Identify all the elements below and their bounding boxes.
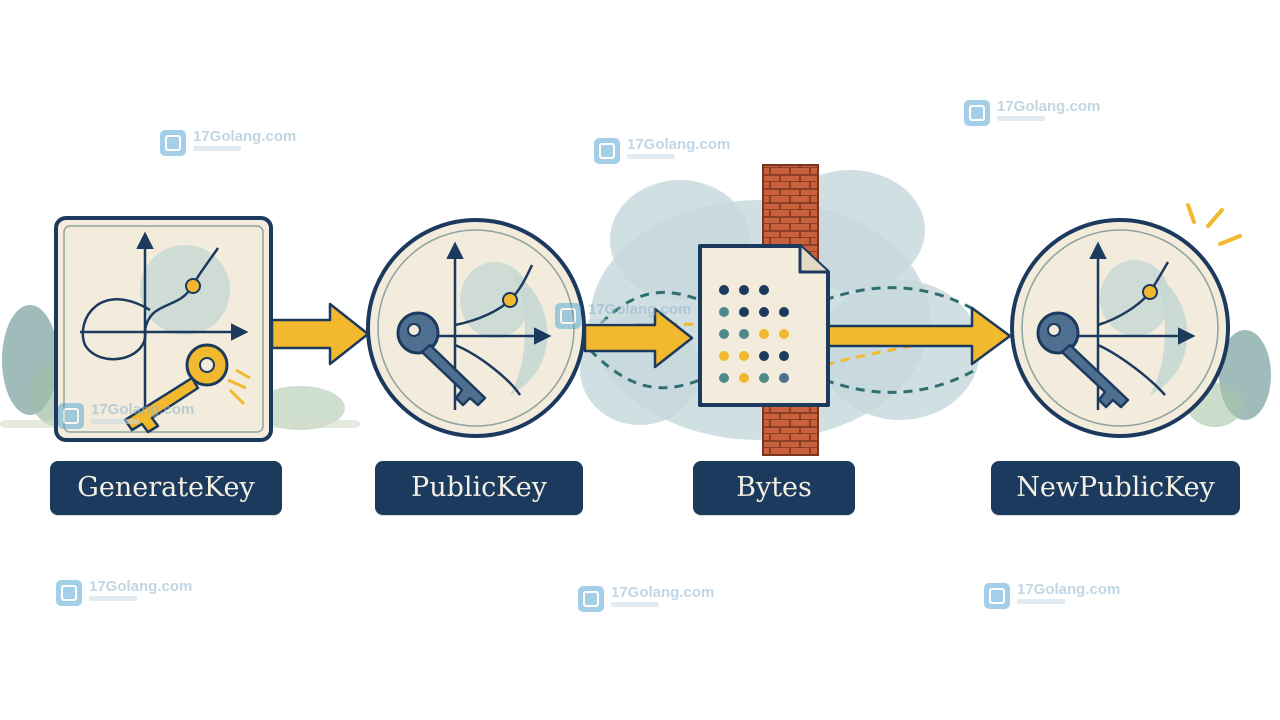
byte-dot [759,329,769,339]
publickey-circle [366,218,586,438]
gold-key-icon [123,343,251,434]
watermark-text: 17Golang.com [997,98,1101,115]
byte-dot [739,285,749,295]
byte-dot [719,373,729,383]
arrow-1 [270,302,370,366]
watermark-text: 17Golang.com [89,578,193,595]
arrow-2 [583,307,694,369]
byte-dot [759,285,769,295]
bytes-document [698,244,830,407]
watermark-logo-icon [594,138,620,164]
byte-dot [719,329,729,339]
byte-dot [759,351,769,361]
watermark-logo-icon [964,100,990,126]
watermark-logo-icon [56,580,82,606]
sparkle-icon [1186,203,1242,246]
byte-dot [779,329,789,339]
byte-dot [759,307,769,317]
arrow-3 [824,306,1012,366]
byte-dot-grid [719,285,789,383]
blue-key-icon-2 [1036,311,1130,409]
step-label-bytes: Bytes [693,461,855,515]
watermark-text: 17Golang.com [627,136,731,153]
byte-dot [719,351,729,361]
byte-dot [779,351,789,361]
step-label-publickey: PublicKey [375,461,583,515]
byte-dot [739,329,749,339]
byte-dot [739,351,749,361]
watermark-logo-icon [58,403,84,429]
watermark-text: 17Golang.com [588,301,692,318]
byte-dot [719,285,729,295]
byte-dot [759,373,769,383]
step-label-newpublickey: NewPublicKey [991,461,1240,515]
byte-dot [739,373,749,383]
byte-dot [779,307,789,317]
watermark-logo-icon [555,303,581,329]
byte-dot [719,307,729,317]
watermark-logo-icon [578,586,604,612]
byte-dot [779,373,789,383]
watermark-logo-icon [160,130,186,156]
watermark-text: 17Golang.com [611,584,715,601]
generatekey-card [54,216,273,442]
blue-key-icon [396,311,487,407]
watermark-text: 17Golang.com [193,128,297,145]
watermark-text: 17Golang.com [91,401,195,418]
step-label-generatekey: GenerateKey [50,461,282,515]
newpublickey-circle [1010,203,1242,438]
watermark-logo-icon [984,583,1010,609]
byte-dot [739,307,749,317]
watermark-text: 17Golang.com [1017,581,1121,598]
